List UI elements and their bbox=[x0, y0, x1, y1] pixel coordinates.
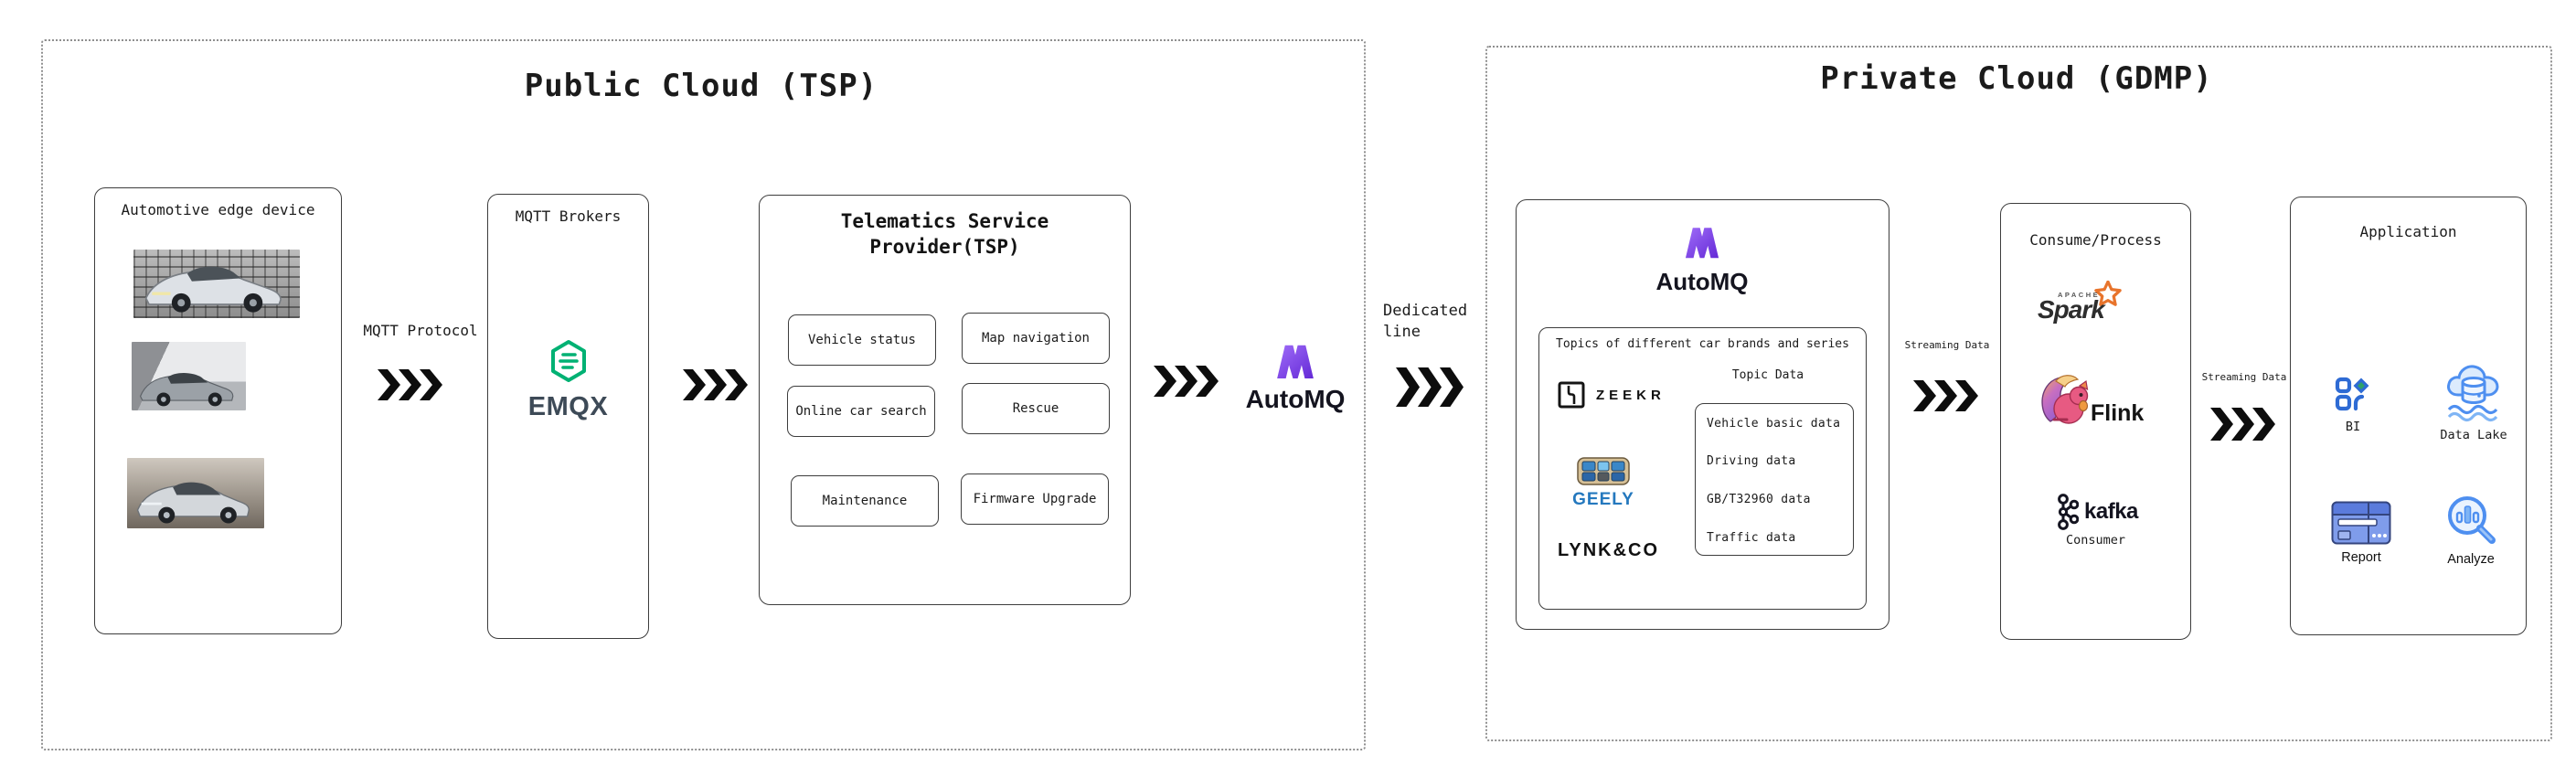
analyze-label: Analyze bbox=[2447, 552, 2495, 567]
automq-icon bbox=[1685, 228, 1719, 259]
geely-logo: GEELY bbox=[1558, 457, 1649, 510]
data-lake-icon bbox=[2447, 365, 2499, 422]
topic-item-driving: Driving data bbox=[1707, 454, 1796, 468]
emqx-icon bbox=[550, 340, 586, 382]
bi-icon bbox=[2335, 377, 2369, 411]
service-maintenance: Maintenance bbox=[791, 475, 939, 527]
automq-wordmark: AutoMQ bbox=[1245, 385, 1346, 413]
tsp-title-line1: Telematics Service bbox=[840, 210, 1049, 232]
bi-label: BI bbox=[2345, 420, 2361, 434]
topic-data-label: Topic Data bbox=[1731, 368, 1804, 382]
geely-icon bbox=[1577, 457, 1630, 485]
spark-apache-label: APACHE bbox=[2058, 291, 2101, 299]
triple-chevron-icon bbox=[1913, 380, 1978, 411]
spark-wordmark: Spark bbox=[2038, 295, 2105, 324]
consume-process-box: Consume/Process APACHE Spark Flink bbox=[2000, 203, 2191, 640]
topic-item-gbt32960: GB/T32960 data bbox=[1707, 493, 1811, 506]
report-icon bbox=[2331, 501, 2391, 545]
emqx-logo: EMQX bbox=[488, 339, 648, 422]
topics-title: Topics of different car brands and serie… bbox=[1556, 337, 1849, 351]
mqtt-brokers-box: MQTT Brokers EMQX bbox=[487, 194, 649, 639]
application-title: Application bbox=[2359, 223, 2457, 240]
data-lake-label: Data Lake bbox=[2440, 428, 2507, 442]
automq-logo-private: AutoMQ bbox=[1643, 224, 1762, 296]
topic-item-vehicle-basic: Vehicle basic data bbox=[1707, 417, 1841, 431]
service-rescue: Rescue bbox=[962, 383, 1110, 434]
car-illustration bbox=[136, 482, 250, 524]
bi-item: BI bbox=[2316, 377, 2390, 434]
streaming-data-label-right: Streaming Data bbox=[2201, 371, 2287, 383]
emqx-wordmark: EMQX bbox=[527, 392, 609, 421]
car-illustration bbox=[145, 266, 282, 313]
kafka-wordmark: kafka bbox=[2084, 499, 2138, 524]
edge-device-title: Automotive edge device bbox=[121, 201, 315, 218]
kafka-logo: kafka bbox=[2056, 493, 2138, 531]
mqtt-brokers-title: MQTT Brokers bbox=[515, 207, 622, 225]
consume-process-title: Consume/Process bbox=[2029, 231, 2162, 249]
service-map-navigation: Map navigation bbox=[962, 313, 1110, 364]
lynkco-wordmark: LYNK&CO bbox=[1558, 540, 1660, 560]
zeekr-wordmark: ZEEKR bbox=[1596, 387, 1666, 403]
tsp-title: Telematics Service Provider(TSP) bbox=[760, 208, 1130, 260]
edge-device-box: Automotive edge device bbox=[94, 187, 342, 634]
car-photo-suv bbox=[132, 342, 246, 410]
triple-chevron-icon bbox=[2210, 408, 2275, 441]
analyze-item: Analyze bbox=[2428, 492, 2514, 567]
automq-wordmark: AutoMQ bbox=[1655, 268, 1749, 295]
automq-box: AutoMQ Topics of different car brands an… bbox=[1516, 199, 1889, 630]
tsp-title-line2: Provider(TSP) bbox=[869, 236, 1020, 258]
dedicated-line-label: Dedicated line bbox=[1383, 301, 1467, 343]
automq-icon bbox=[1277, 345, 1314, 378]
tsp-box: Telematics Service Provider(TSP) Vehicle… bbox=[759, 195, 1131, 605]
car-illustration bbox=[139, 372, 234, 407]
report-label: Report bbox=[2341, 550, 2381, 565]
dedicated-line-label-line2: line bbox=[1383, 323, 1421, 341]
data-lake-item: Data Lake bbox=[2423, 362, 2524, 442]
public-cloud-title: Public Cloud (TSP) bbox=[524, 68, 878, 104]
triple-chevron-icon bbox=[1396, 367, 1464, 407]
geely-wordmark: GEELY bbox=[1572, 490, 1634, 509]
service-firmware-upgrade: Firmware Upgrade bbox=[961, 473, 1109, 525]
triple-chevron-icon bbox=[683, 369, 748, 400]
zeekr-icon bbox=[1558, 381, 1585, 409]
car-photo-concept-suv bbox=[127, 458, 264, 528]
topic-item-traffic: Traffic data bbox=[1707, 531, 1796, 545]
mqtt-protocol-label: MQTT Protocol bbox=[363, 322, 478, 339]
car-photo-sedan bbox=[133, 250, 300, 318]
dedicated-line-label-line1: Dedicated bbox=[1383, 302, 1468, 320]
triple-chevron-icon bbox=[378, 369, 442, 400]
topics-box: Topics of different car brands and serie… bbox=[1538, 327, 1867, 610]
analyze-icon bbox=[2448, 496, 2496, 544]
private-cloud-title: Private Cloud (GDMP) bbox=[1820, 60, 2213, 97]
spark-star-icon bbox=[2094, 281, 2122, 306]
zeekr-logo: ZEEKR bbox=[1558, 381, 1666, 409]
topic-data-box: Vehicle basic data Driving data GB/T3296… bbox=[1695, 403, 1854, 556]
kafka-icon bbox=[2058, 494, 2079, 530]
flink-logo: Flink bbox=[2038, 372, 2144, 427]
kafka-consumer-label: Consumer bbox=[2065, 533, 2126, 548]
flink-wordmark: Flink bbox=[2091, 400, 2145, 426]
application-box: Application BI Data Lake bbox=[2290, 197, 2527, 635]
triple-chevron-icon bbox=[1154, 366, 1219, 397]
flink-squirrel-icon bbox=[2041, 375, 2089, 424]
report-item: Report bbox=[2323, 501, 2400, 565]
automq-logo: AutoMQ bbox=[1229, 344, 1361, 414]
service-online-car-search: Online car search bbox=[787, 386, 935, 437]
streaming-data-label-left: Streaming Data bbox=[1904, 339, 1990, 351]
spark-logo: APACHE Spark bbox=[2038, 281, 2129, 334]
service-vehicle-status: Vehicle status bbox=[788, 314, 936, 366]
